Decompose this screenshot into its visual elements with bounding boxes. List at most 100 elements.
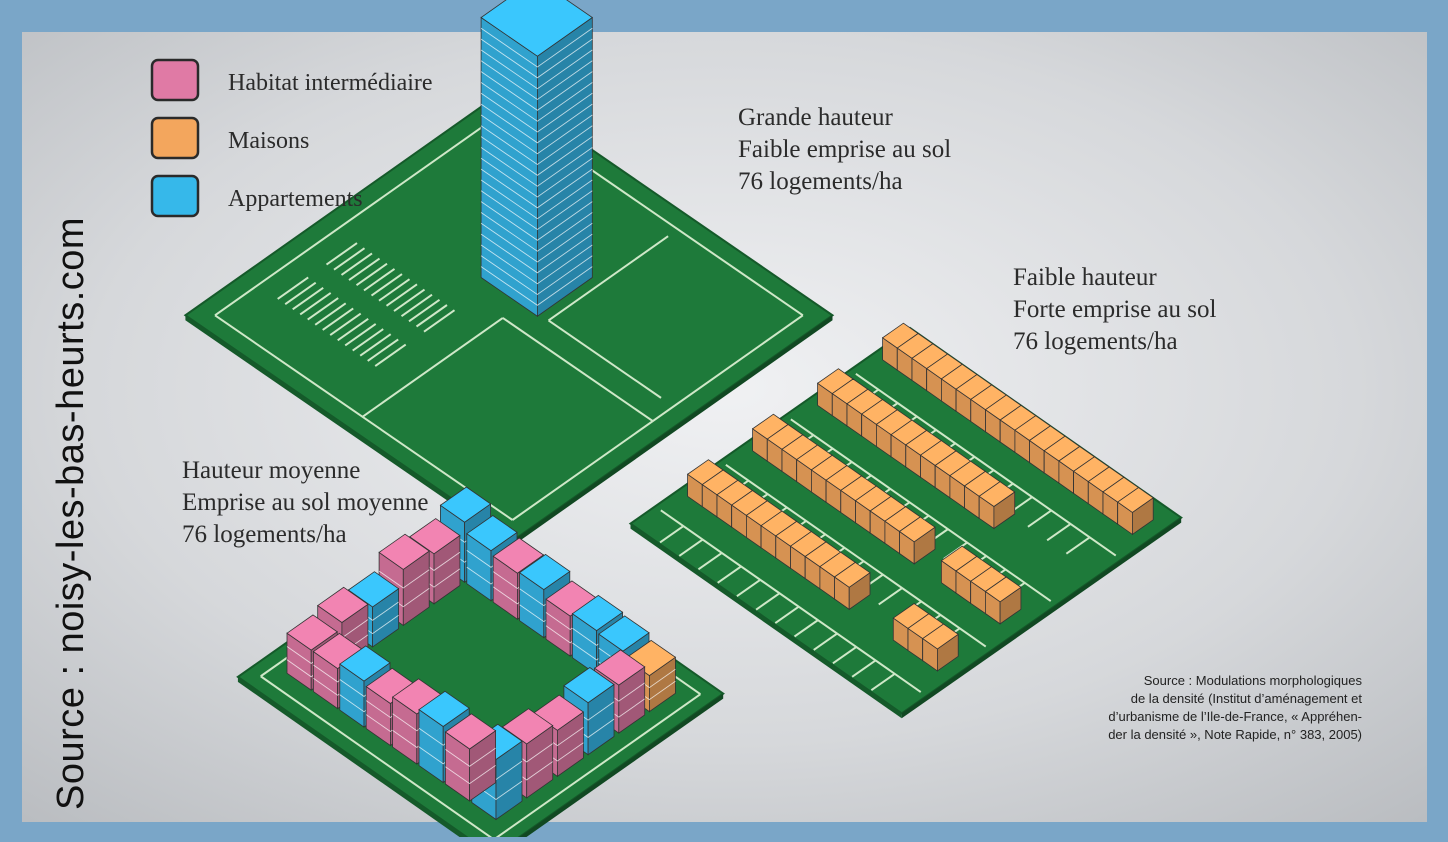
block-faible-line-1: Faible hauteur — [1013, 264, 1157, 291]
parking-stripe — [352, 328, 384, 352]
parking-stripe — [408, 299, 441, 323]
tower-path — [361, 317, 504, 418]
houses-garden-line — [878, 587, 903, 606]
block-moyenne-line-2: Emprise au sol moyenne — [182, 489, 429, 516]
parking-stripe — [374, 343, 407, 367]
houses-garden-line — [697, 552, 723, 571]
tower-building-floor-line — [480, 255, 593, 296]
tower-building-floor-line — [480, 38, 593, 79]
plot-houses — [628, 322, 1183, 719]
house-unit-top-face — [833, 561, 871, 588]
tower-building-top-face — [480, 0, 594, 57]
medium-building-top-face — [378, 533, 430, 570]
medium-building-top-face — [365, 667, 418, 704]
plot-houses-edge-side — [901, 517, 1182, 719]
medium-building-top-face — [492, 537, 545, 574]
tower-building-floor-line — [480, 266, 593, 306]
source-credit: Source : Modulations morphologiques de l… — [902, 672, 1362, 744]
medium-building-top-face — [593, 649, 646, 686]
parking-stripe — [333, 247, 366, 271]
parking-stripe — [329, 312, 362, 336]
houses-garden-line — [1046, 523, 1072, 542]
houses-garden-line — [736, 579, 761, 598]
block-hauteur-moyenne-text: Hauteur moyenne Emprise au sol moyenne 7… — [182, 455, 428, 551]
block-faible-line-2: Forte emprise au sol — [1013, 296, 1217, 323]
plot-houses-edge-front — [630, 523, 902, 719]
parking-stripe — [355, 262, 388, 287]
tower-building-floor-line — [480, 147, 593, 187]
parking-stripe — [292, 286, 324, 311]
block-grande-line-2: Faible emprise au sol — [738, 136, 952, 163]
plot-tower-edge-front — [185, 315, 513, 546]
tower-building-floor-line — [480, 27, 593, 68]
credit-line-3: d’urbanisme de l’Ile-de-France, « Appréh… — [1108, 709, 1362, 724]
tower-building-floor-line — [480, 71, 593, 111]
tower-building-floor-line — [480, 222, 593, 263]
houses-garden-line — [774, 605, 800, 624]
house-unit-top-face — [1117, 487, 1154, 513]
plot-tower-edge-side — [512, 315, 833, 546]
parking-stripe — [370, 273, 403, 297]
parking-stripe — [359, 333, 392, 357]
house-unit — [833, 561, 871, 611]
houses-garden-line — [659, 525, 685, 544]
block-moyenne-line-1: Hauteur moyenne — [182, 457, 361, 484]
tower-building-floor-line — [480, 157, 593, 198]
medium-building-top-face — [571, 594, 624, 632]
tower-building-floor-line — [480, 168, 593, 209]
block-grande-line-3: 76 logements/ha — [738, 168, 903, 195]
medium-building-top-face — [347, 571, 400, 608]
house-unit-top-face — [922, 623, 959, 650]
tower-building-floor-line — [480, 233, 593, 274]
parking-stripe — [415, 304, 448, 328]
houses-garden-line — [870, 673, 896, 692]
plot-medium-edge-side — [512, 693, 724, 842]
legend-label-maisons: Maisons — [228, 128, 310, 154]
parking-stripe — [423, 309, 456, 333]
medium-building-floor-line — [445, 765, 496, 785]
tower-path — [214, 109, 506, 317]
tower-building-floor-line — [480, 82, 593, 122]
house-unit — [1117, 487, 1154, 536]
houses-street — [725, 463, 987, 648]
medium-building-top-face — [466, 515, 518, 552]
tower-building — [480, 0, 594, 317]
side-source-caption: Source : noisy-les-bas-heurts.com — [50, 216, 92, 810]
parking-stripe — [344, 323, 377, 347]
parking-stripe — [299, 292, 332, 316]
tower-building-floor-line — [480, 125, 593, 166]
tower-path — [547, 235, 669, 322]
plot-medium-edge-front — [237, 676, 474, 842]
block-moyenne-line-3: 76 logements/ha — [182, 521, 347, 548]
houses-street — [790, 418, 1052, 602]
tower-building-floor-line — [480, 103, 593, 144]
parking-stripe — [378, 278, 411, 302]
medium-building-top-face — [545, 580, 597, 617]
house-unit-top-face — [898, 516, 936, 543]
credit-line-1: Source : Modulations morphologiques — [1143, 673, 1362, 688]
legend-swatch-habitat — [150, 58, 200, 102]
tower-building-floor-line — [480, 179, 593, 220]
tower-path — [502, 317, 654, 422]
house-unit — [922, 623, 959, 672]
parking-stripe — [284, 281, 317, 305]
medium-building — [444, 713, 497, 802]
houses-garden-line — [678, 538, 704, 557]
legend-swatch-maisons — [150, 116, 200, 160]
parking-stripe — [348, 257, 381, 281]
medium-building-top-face — [391, 678, 444, 715]
block-faible-hauteur-text: Faible hauteur Forte emprise au sol 76 l… — [1013, 262, 1216, 358]
parking-stripe — [307, 297, 339, 321]
medium-building-top-face — [312, 632, 365, 670]
tower-building-floor-line — [480, 190, 593, 231]
tower-building-floor-line — [480, 136, 593, 176]
parking-stripe — [314, 302, 347, 326]
block-grande-hauteur-text: Grande hauteur Faible emprise au sol 76 … — [738, 102, 951, 198]
tower-building-floor-line — [480, 212, 593, 252]
houses-garden-line — [755, 592, 781, 611]
tower-path — [511, 314, 804, 521]
legend-swatch-appartements — [150, 174, 200, 218]
medium-path — [493, 693, 701, 841]
houses-garden-line — [851, 659, 877, 678]
houses-street — [855, 372, 1117, 557]
